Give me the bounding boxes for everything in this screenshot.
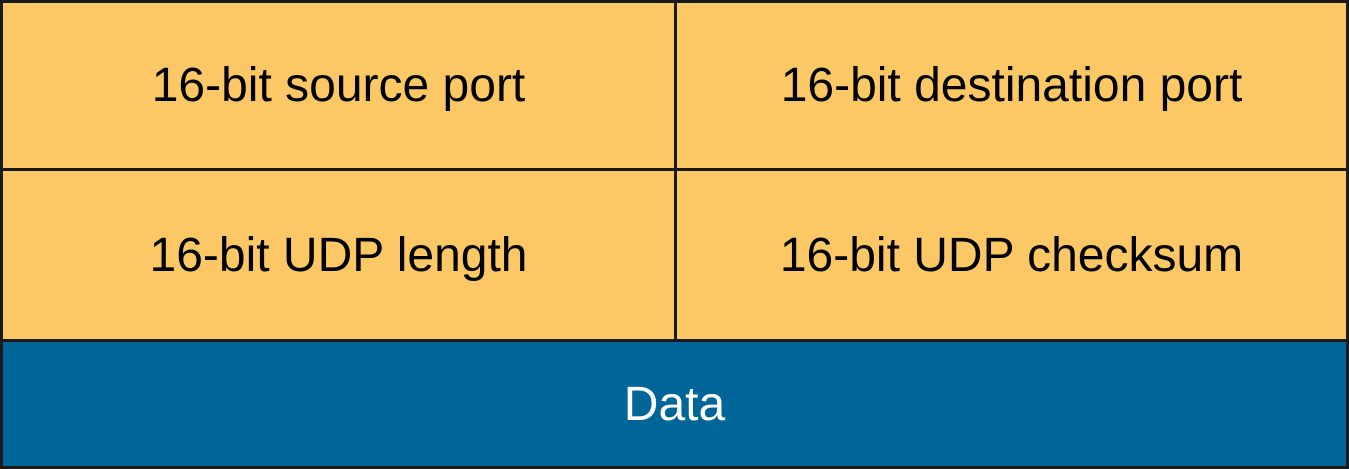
udp-length-field: 16-bit UDP length (0, 168, 677, 342)
data-payload-label: Data (623, 377, 726, 431)
udp-checksum-label: 16-bit UDP checksum (779, 228, 1244, 282)
source-port-label: 16-bit source port (151, 59, 526, 112)
destination-port-field: 16-bit destination port (674, 0, 1349, 171)
data-payload-field: Data (0, 339, 1349, 469)
source-port-field: 16-bit source port (0, 0, 677, 171)
udp-checksum-field: 16-bit UDP checksum (674, 168, 1349, 342)
destination-port-label: 16-bit destination port (780, 59, 1243, 112)
udp-length-label: 16-bit UDP length (149, 228, 528, 282)
